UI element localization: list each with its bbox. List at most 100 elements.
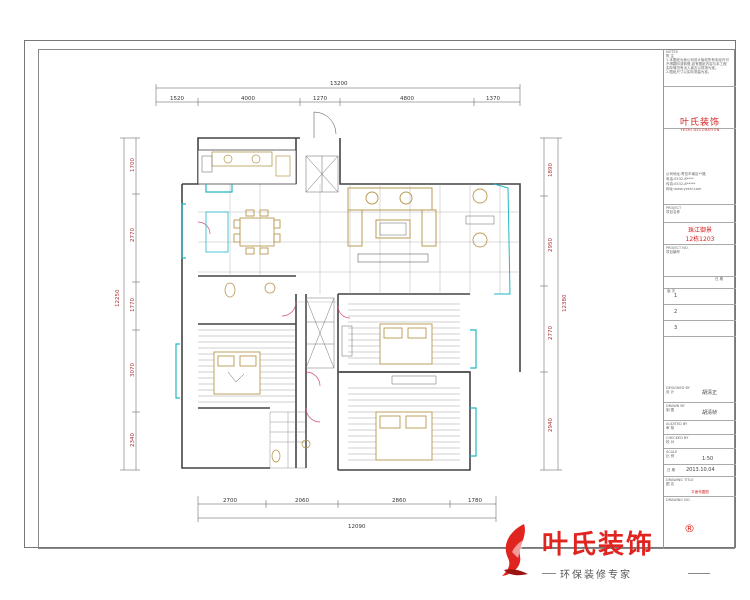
dim-bottom-seg-2: 2060: [295, 498, 309, 504]
dim-left-seg-4: 3070: [130, 363, 136, 377]
brand-leaf-icon: [502, 524, 528, 576]
date-value: 2013.10.04: [686, 467, 715, 473]
date-label: 日 期: [667, 468, 676, 472]
corridor: [305, 297, 335, 369]
slogan-rule-left: [542, 573, 556, 574]
contact-line-4: 网址:www.yeshi.com: [666, 187, 702, 191]
title-block: NOTES 附 注 1.本图纸为我公司设计版权所有未经许可 不得翻印或转借,如有…: [663, 49, 736, 549]
dim-top-seg-2: 4000: [241, 96, 255, 102]
notes-line-2: 不得翻印或转借,如有图纸内容与本工程: [666, 62, 727, 66]
revision-header-right: 日 期: [715, 277, 724, 281]
dim-right-seg-1: 1890: [548, 163, 554, 177]
designed-by-cell: DESIGNED BY 设 计 胡清正: [664, 385, 736, 403]
living-sofa: [347, 187, 437, 263]
project-label: PROJECT: [666, 206, 682, 210]
project-no-cn: 项目编号: [666, 250, 680, 254]
audited-by-label: AUDITED BY: [666, 422, 688, 426]
checked-by-cell: CHECKED BY 校 对: [664, 435, 736, 449]
right-bedroom-2-bed: [375, 375, 437, 461]
revision-header: 版 次 日 期: [664, 277, 736, 293]
dim-top-seg-5: 1370: [486, 96, 500, 102]
dim-top-seg-4: 4800: [400, 96, 414, 102]
outer-frame: [24, 40, 736, 548]
scale-cn: 比 例: [666, 454, 675, 458]
dining-table: [233, 209, 281, 255]
project-label-cell: PROJECT 项目名称: [664, 205, 736, 223]
drawing-title-label: DRAWING TITLE: [666, 478, 694, 482]
drawing-title-cn: 图 名: [666, 482, 675, 486]
designed-by-label: DESIGNED BY: [666, 386, 690, 390]
designed-by-name: 胡清正: [702, 390, 718, 396]
left-dimensions: [120, 137, 140, 471]
revision-3: 3: [674, 325, 678, 331]
bathroom-fixtures: [205, 211, 311, 463]
dim-top-seg-1: 1520: [170, 96, 184, 102]
company-name: 叶氏装饰: [679, 118, 720, 128]
brand-logo: 叶氏装饰 ® 环保装修专家: [498, 522, 718, 586]
drawn-by-label: DRAWN BY: [666, 404, 685, 408]
dim-right-seg-2: 2950: [548, 238, 554, 252]
project-name: 珠江御景: [687, 227, 712, 234]
floor-tiles: [198, 184, 520, 303]
dim-right-total: 12380: [562, 294, 568, 312]
scale-cell: SCALE 比 例 1:50: [664, 449, 736, 465]
revision-1: 1: [674, 293, 678, 299]
notes-cell: NOTES 附 注 1.本图纸为我公司设计版权所有未经许可 不得翻印或转借,如有…: [664, 49, 736, 87]
revision-row-1: 1: [664, 289, 736, 305]
contact-line-1: 公司地址:青岛市南区**路: [666, 172, 706, 176]
top-dimensions: [155, 84, 521, 106]
dim-top-total: 13200: [330, 81, 348, 87]
drawn-by-name: 胡清桢: [702, 410, 718, 416]
drawing-no-cell: DRAWING NO.: [664, 497, 736, 511]
drawing-title-cell: DRAWING TITLE 图 名 平面布置图: [664, 477, 736, 497]
balcony-set: [465, 183, 511, 295]
dim-right-seg-4: 2940: [548, 418, 554, 432]
checked-by-cn: 校 对: [666, 440, 675, 444]
entry-hatch: [305, 111, 339, 193]
dim-left-seg-3: 1770: [130, 298, 136, 312]
dim-left-total: 12250: [115, 289, 121, 307]
dim-left-seg-5: 2340: [130, 433, 136, 447]
brand-slogan: 环保装修专家: [560, 570, 632, 581]
drawn-by-cell: DRAWN BY 制 图 胡清桢: [664, 403, 736, 421]
notes-line-3: 实际情况有出入者应以现场为准。: [666, 66, 719, 70]
right-dimensions: [540, 137, 562, 471]
project-name-cell: 珠江御景 12栋1203: [664, 223, 736, 245]
registered-mark: ®: [684, 522, 695, 535]
revision-2: 2: [674, 309, 678, 315]
bottom-dimensions: [197, 496, 497, 522]
kitchen: [197, 149, 297, 185]
company-cell: 叶氏装饰 YESHI DECORATION: [664, 87, 736, 132]
notes-line-1: 1.本图纸为我公司设计版权所有未经许可: [666, 58, 729, 62]
project-no-cell: PROJECT NO. 项目编号: [664, 245, 736, 277]
notes-line-4: 2.图纸尺寸以实际测量为准。: [666, 70, 712, 74]
revision-row-2: 2: [664, 305, 736, 321]
contact-line-2: 电话:0532-8****: [666, 177, 694, 181]
audited-by-cn: 审 核: [666, 426, 675, 430]
contact-line-3: 传真:0532-8*****: [666, 182, 696, 186]
date-cell: 日 期 2013.10.04: [664, 465, 736, 477]
windows: [175, 184, 477, 457]
revision-header-left: 版 次: [667, 289, 676, 293]
dim-right-seg-3: 2770: [548, 326, 554, 340]
scale-label: SCALE: [666, 450, 678, 454]
dim-bottom-seg-1: 2700: [223, 498, 237, 504]
project-label-cn: 项目名称: [666, 210, 680, 214]
drawing-no-label: DRAWING NO.: [666, 498, 691, 502]
checked-by-label: CHECKED BY: [666, 436, 689, 440]
project-no-label: PROJECT NO.: [666, 246, 689, 250]
left-bedroom-bed: [213, 351, 261, 395]
contact-cell: 公司地址:青岛市南区**路 电话:0532-8**** 传真:0532-8***…: [664, 167, 736, 205]
right-bedroom-1-bed: [341, 323, 433, 365]
revision-row-3: 3: [664, 321, 736, 337]
inner-frame: [38, 49, 735, 549]
dim-top-seg-3: 1270: [313, 96, 327, 102]
notes-cn: 附 注: [666, 54, 675, 58]
project-unit: 12栋1203: [685, 236, 715, 243]
scale-value: 1:50: [702, 456, 714, 462]
drawn-by-cn: 制 图: [666, 408, 675, 412]
brand-name: 叶氏装饰: [542, 530, 655, 560]
lower-bath: [269, 411, 307, 469]
notes-label: NOTES: [666, 50, 678, 54]
